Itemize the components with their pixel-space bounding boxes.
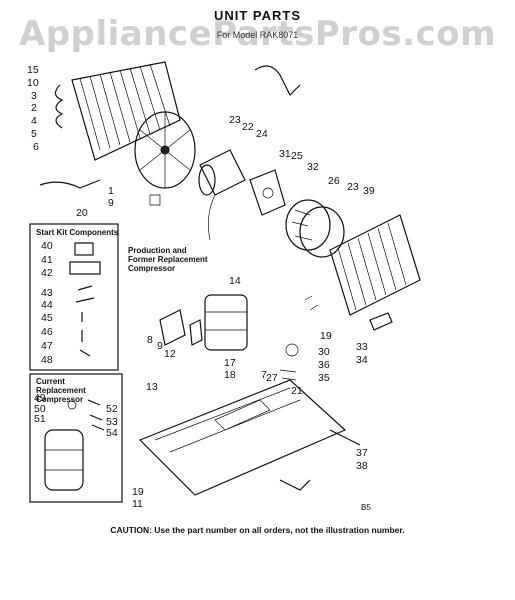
callout: 42 bbox=[41, 267, 53, 279]
callout: 19 bbox=[132, 486, 144, 498]
callout: 32 bbox=[307, 161, 319, 173]
callout: 1 bbox=[108, 185, 114, 197]
callout: 51 bbox=[34, 413, 46, 425]
callout: 38 bbox=[356, 460, 368, 472]
callout: 35 bbox=[318, 372, 330, 384]
callout: 12 bbox=[164, 348, 176, 360]
callout: 40 bbox=[41, 240, 53, 252]
callout: 43 bbox=[41, 287, 53, 299]
callout: 19 bbox=[320, 330, 332, 342]
callout: 52 bbox=[106, 403, 118, 415]
diagram-title: UNIT PARTS bbox=[213, 8, 302, 23]
callout: 11 bbox=[132, 498, 143, 510]
callout: 22 bbox=[242, 121, 254, 133]
callout: 27 bbox=[266, 372, 278, 384]
fan-motor bbox=[198, 149, 246, 241]
motor-mount bbox=[249, 169, 286, 216]
current-compressor-box bbox=[29, 373, 123, 503]
production-compressor bbox=[159, 294, 248, 351]
callout: 9 bbox=[108, 197, 114, 209]
callout: 21 bbox=[291, 385, 303, 397]
callout: 34 bbox=[356, 354, 368, 366]
callout: 4 bbox=[31, 115, 37, 127]
start-kit-box bbox=[29, 223, 119, 371]
small-hardware bbox=[39, 179, 393, 381]
fan-blade bbox=[134, 111, 196, 189]
spring-clip bbox=[254, 65, 301, 97]
callout: 45 bbox=[41, 312, 53, 324]
callout: 17 bbox=[224, 357, 236, 369]
callout: 39 bbox=[363, 185, 375, 197]
production-compressor-note: Production and Former Replacement Compre… bbox=[128, 246, 208, 274]
callout: 31 bbox=[279, 148, 291, 160]
callout: 44 bbox=[41, 299, 53, 311]
callout: 47 bbox=[41, 340, 53, 352]
callout: 15 bbox=[27, 64, 39, 76]
base-pan bbox=[138, 379, 361, 496]
current-compressor bbox=[44, 399, 105, 491]
callout: 6 bbox=[33, 141, 39, 153]
callout: 23 bbox=[229, 114, 241, 126]
caution-note: CAUTION: Use the part number on all orde… bbox=[110, 525, 405, 535]
callout: 49 bbox=[34, 392, 46, 404]
callout: 13 bbox=[146, 381, 158, 393]
callout: 48 bbox=[41, 354, 53, 366]
callout: 7 bbox=[261, 369, 267, 381]
evaporator-coil bbox=[329, 214, 421, 316]
callout: 20 bbox=[76, 207, 88, 219]
callout: 25 bbox=[291, 150, 303, 162]
callout: 9 bbox=[157, 340, 163, 352]
blower-wheel bbox=[285, 199, 345, 258]
callout: 2 bbox=[31, 102, 37, 114]
callout: 30 bbox=[318, 346, 330, 358]
callout: 23 bbox=[347, 181, 359, 193]
callout: 26 bbox=[328, 175, 340, 187]
start-kit-parts bbox=[69, 242, 101, 357]
callout: 14 bbox=[229, 275, 241, 287]
callout: 46 bbox=[41, 326, 53, 338]
watermark: AppliancePartsPros.com bbox=[18, 14, 496, 54]
callout: 10 bbox=[27, 77, 39, 89]
callout: 53 bbox=[106, 416, 118, 428]
callout: 5 bbox=[31, 128, 37, 140]
callout: 33 bbox=[356, 341, 368, 353]
callout: 3 bbox=[31, 90, 37, 102]
callout: 18 bbox=[224, 369, 236, 381]
callout: 8 bbox=[147, 334, 153, 346]
callout: 54 bbox=[106, 427, 118, 439]
start-kit-title: Start Kit Components bbox=[36, 228, 119, 237]
diagram-code: B5 bbox=[361, 503, 371, 512]
callout: 41 bbox=[41, 254, 53, 266]
condenser-coil bbox=[54, 61, 181, 161]
callout: 37 bbox=[356, 447, 368, 459]
callout: 36 bbox=[318, 359, 330, 371]
callout: 50 bbox=[34, 403, 46, 415]
current-compressor-title: Current Replacement Compressor bbox=[36, 377, 86, 405]
callout: 24 bbox=[256, 128, 268, 140]
diagram-subtitle: For Model RAK8071 bbox=[216, 30, 299, 40]
